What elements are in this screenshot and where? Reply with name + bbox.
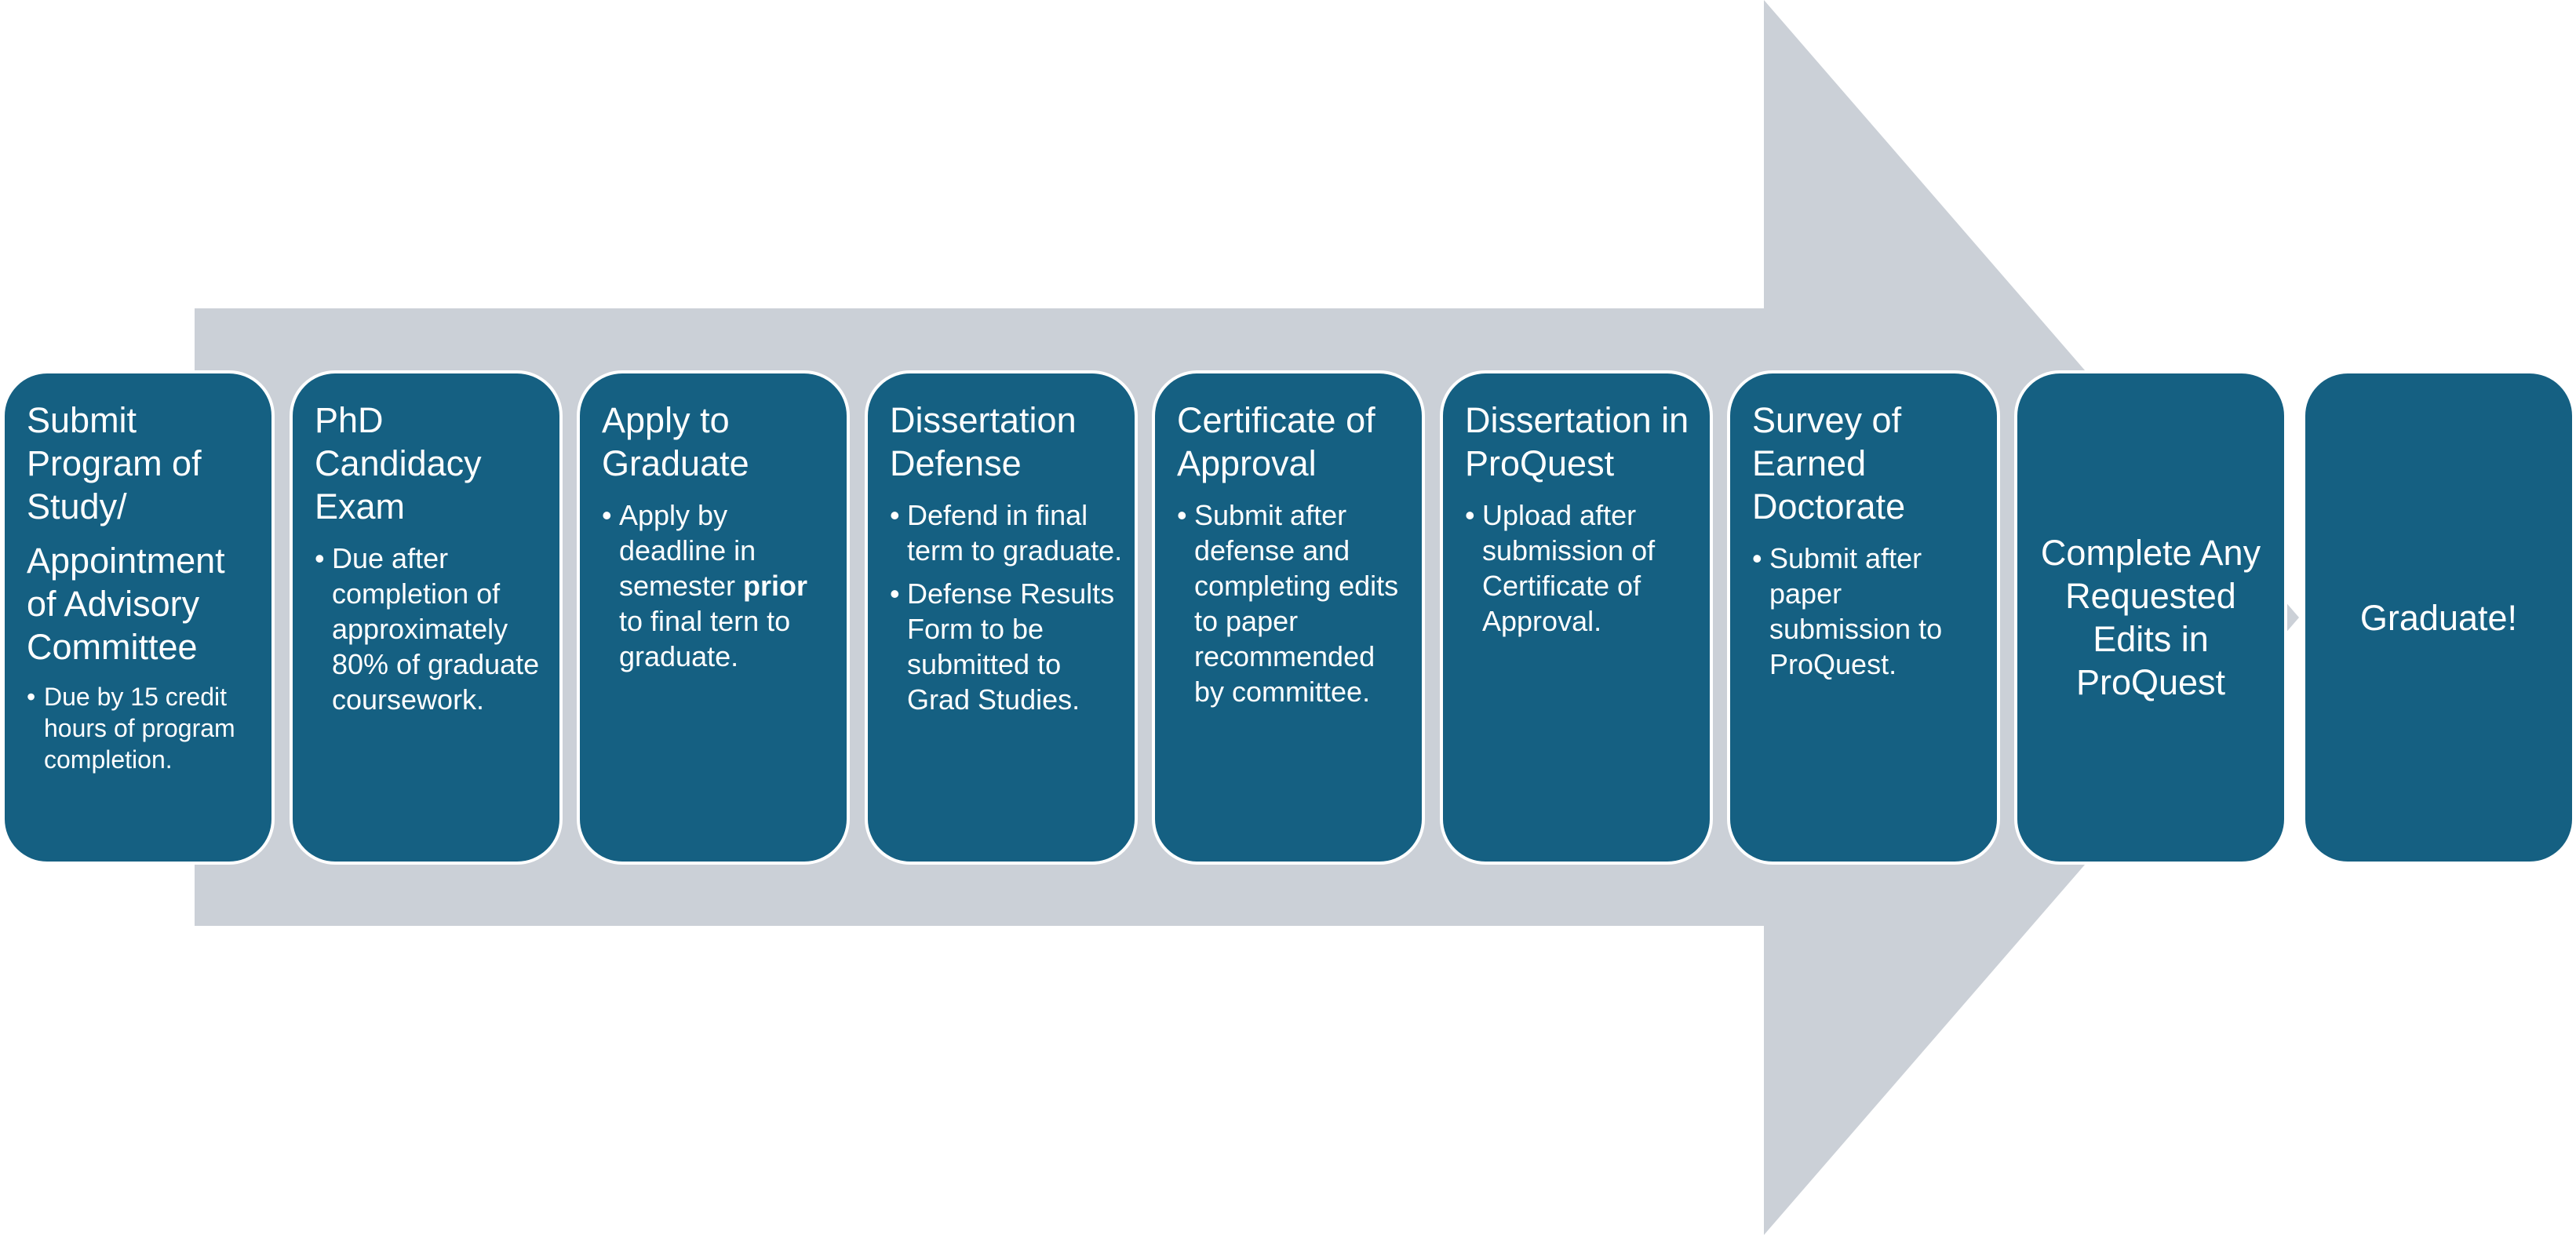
step-box-dissertation-defense: Dissertation Defense Defend in final ter…	[865, 370, 1138, 865]
step-box-graduate: Graduate!	[2302, 370, 2575, 865]
step-title: Apply to Graduate	[602, 400, 749, 483]
step-title: Submit Program of Study/	[27, 400, 202, 526]
step-bullets: Upload after submission of Certificate o…	[1465, 497, 1699, 639]
step-bullets: Apply by deadline in semester prior to f…	[602, 497, 836, 674]
step-box-program-of-study: Submit Program of Study/ Appointment of …	[2, 370, 275, 865]
step-box-complete-edits: Complete Any Requested Edits in ProQuest	[2014, 370, 2287, 865]
step-bullet: Submit after defense and completing edit…	[1177, 497, 1411, 709]
step-box-survey-of-earned-doctorate: Survey of Earned Doctorate Submit after …	[1727, 370, 2000, 865]
step-title: Graduate!	[2359, 597, 2518, 638]
step-bullet: Due by 15 credit hours of program comple…	[27, 681, 261, 775]
step-title: Dissertation in ProQuest	[1465, 400, 1689, 483]
step-bullet: Submit after paper submission to ProQues…	[1752, 541, 1986, 682]
step-title: PhD Candidacy Exam	[315, 400, 482, 526]
bullet-text: to final tern to graduate.	[619, 605, 791, 672]
bullet-emphasis: prior	[743, 570, 808, 602]
step-bullets: Submit after paper submission to ProQues…	[1752, 541, 1986, 682]
step-bullet: Defense Results Form to be submitted to …	[890, 576, 1124, 717]
step-box-dissertation-in-proquest: Dissertation in ProQuest Upload after su…	[1440, 370, 1713, 865]
step-title: Certificate of Approval	[1177, 400, 1375, 483]
step-bullet: Apply by deadline in semester prior to f…	[602, 497, 836, 674]
step-bullet: Upload after submission of Certificate o…	[1465, 497, 1699, 639]
step-box-apply-to-graduate: Apply to Graduate Apply by deadline in s…	[577, 370, 850, 865]
step-box-certificate-of-approval: Certificate of Approval Submit after def…	[1152, 370, 1425, 865]
step-bullet: Due after completion of approximately 80…	[315, 541, 548, 717]
bullet-text: Apply by deadline in semester	[619, 499, 756, 602]
step-bullets: Defend in final term to graduate. Defens…	[890, 497, 1124, 717]
step-subtitle: Appointment of Advisory Committee	[27, 541, 225, 667]
step-bullet: Defend in final term to graduate.	[890, 497, 1124, 568]
step-title: Complete Any Requested Edits in ProQuest	[2040, 533, 2261, 702]
step-title: Dissertation Defense	[890, 400, 1077, 483]
step-box-candidacy-exam: PhD Candidacy Exam Due after completion …	[290, 370, 563, 865]
step-bullets: Submit after defense and completing edit…	[1177, 497, 1411, 709]
step-title: Survey of Earned Doctorate	[1752, 400, 1906, 526]
step-bullets: Due after completion of approximately 80…	[315, 541, 548, 717]
step-bullets: Due by 15 credit hours of program comple…	[27, 681, 261, 775]
